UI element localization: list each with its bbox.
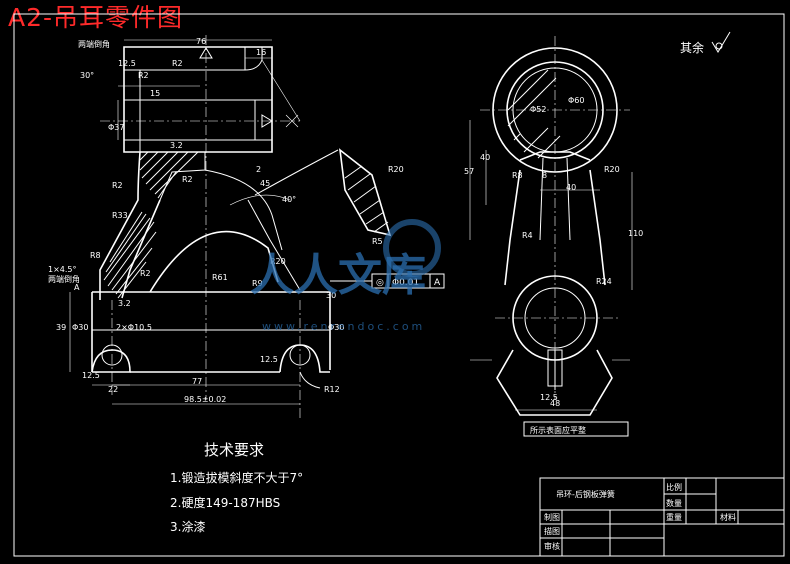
svg-text:110: 110	[628, 229, 643, 238]
watermark-url: www.renrendoc.com	[262, 320, 425, 333]
side-view-labels: Φ60 Φ52 40 57 R8 8 40 R20 110 R4 R24 48 …	[464, 31, 731, 435]
part-name: 吊环-后钢板弹簧	[556, 489, 615, 499]
svg-text:比例: 比例	[666, 482, 682, 492]
svg-text:R8: R8	[90, 251, 101, 260]
watermark: 人人文库 www.renrendoc.com	[250, 219, 441, 333]
svg-text:Φ30: Φ30	[72, 323, 88, 332]
svg-text:39: 39	[56, 323, 66, 332]
sheet-border	[13, 13, 785, 557]
hatch-4	[507, 69, 561, 159]
svg-text:R33: R33	[112, 211, 128, 220]
svg-text:两端倒角: 两端倒角	[48, 274, 80, 284]
svg-text:3.2: 3.2	[118, 299, 131, 308]
svg-text:其余: 其余	[680, 40, 704, 55]
svg-text:R9: R9	[252, 279, 263, 288]
svg-text:Φ52: Φ52	[530, 105, 546, 114]
tech-requirements: 技术要求 1.锻造拔模斜度不大于7° 2.硬度149-187HBS 3.涂漆	[170, 441, 303, 534]
svg-text:Φ0.01: Φ0.01	[392, 278, 419, 288]
svg-text:数量: 数量	[666, 498, 682, 508]
svg-text:40: 40	[480, 153, 490, 162]
svg-text:12.5: 12.5	[540, 393, 558, 402]
svg-text:12.5: 12.5	[260, 355, 278, 364]
svg-text:A: A	[434, 278, 441, 288]
svg-text:R2: R2	[172, 59, 183, 68]
svg-text:30°: 30°	[80, 71, 94, 80]
svg-text:98.5±0.02: 98.5±0.02	[184, 395, 226, 404]
svg-text:3.2: 3.2	[170, 141, 183, 150]
tech-heading: 技术要求	[204, 441, 264, 459]
svg-text:R24: R24	[596, 277, 612, 286]
svg-text:48: 48	[550, 399, 560, 408]
svg-text:审核: 审核	[544, 541, 560, 551]
svg-text:16: 16	[256, 48, 266, 57]
svg-text:◎: ◎	[376, 278, 384, 288]
svg-text:R2: R2	[182, 175, 193, 184]
svg-text:A: A	[74, 283, 80, 292]
side-view	[469, 36, 633, 437]
roughness-symbol	[711, 31, 731, 53]
svg-text:22: 22	[108, 385, 118, 394]
svg-text:R2: R2	[140, 269, 151, 278]
svg-text:12.5: 12.5	[82, 371, 100, 380]
svg-text:R5: R5	[372, 237, 383, 246]
sheet-title: A2-吊耳零件图	[8, 3, 184, 32]
svg-text:30: 30	[326, 291, 336, 300]
svg-text:Φ60: Φ60	[568, 96, 584, 105]
tech-item-2: 2.硬度149-187HBS	[170, 495, 280, 510]
svg-text:Φ37: Φ37	[108, 123, 124, 132]
svg-text:1×4.5°: 1×4.5°	[48, 265, 77, 274]
svg-text:R61: R61	[212, 273, 228, 282]
svg-text:R20: R20	[604, 165, 620, 174]
svg-text:描图: 描图	[544, 526, 560, 536]
svg-text:R20: R20	[388, 165, 404, 174]
svg-text:40: 40	[566, 183, 576, 192]
svg-text:R2: R2	[138, 71, 149, 80]
svg-text:制图: 制图	[544, 512, 560, 522]
hatch-3	[344, 165, 389, 233]
watermark-text: 人人文库	[250, 250, 426, 301]
svg-text:40°: 40°	[282, 195, 296, 204]
svg-text:材料: 材料	[720, 512, 736, 522]
front-view-labels: 两端倒角 76 16 30° R2 R2 15 Φ37 3.2 R2 R2 R3…	[48, 37, 441, 404]
front-view	[69, 35, 445, 420]
svg-text:所示表面应平整: 所示表面应平整	[530, 425, 586, 435]
svg-text:12.5: 12.5	[118, 59, 136, 68]
svg-text:R8: R8	[512, 171, 523, 180]
base-note-box	[523, 421, 629, 437]
svg-text:Φ30: Φ30	[328, 323, 344, 332]
svg-text:R20: R20	[270, 257, 286, 266]
hatch-1	[139, 151, 199, 199]
svg-text:77: 77	[192, 377, 202, 386]
svg-text:两端倒角: 两端倒角	[78, 39, 110, 49]
svg-text:R4: R4	[522, 231, 533, 240]
title-block: 吊环-后钢板弹簧 比例 数量 制图 重量 材料 描图 审核	[539, 477, 785, 557]
svg-text:2×Φ10.5: 2×Φ10.5	[116, 323, 152, 332]
svg-text:76: 76	[196, 37, 206, 46]
svg-text:重量: 重量	[666, 512, 682, 522]
svg-text:15: 15	[150, 89, 160, 98]
hatch-2	[103, 211, 157, 299]
svg-text:45: 45	[260, 179, 270, 188]
tech-item-1: 1.锻造拔模斜度不大于7°	[170, 470, 303, 485]
svg-text:57: 57	[464, 167, 474, 176]
svg-text:R12: R12	[324, 385, 340, 394]
svg-text:2: 2	[256, 165, 261, 174]
svg-text:8: 8	[542, 171, 547, 180]
svg-text:R2: R2	[112, 181, 123, 190]
tech-item-3: 3.涂漆	[170, 519, 205, 534]
